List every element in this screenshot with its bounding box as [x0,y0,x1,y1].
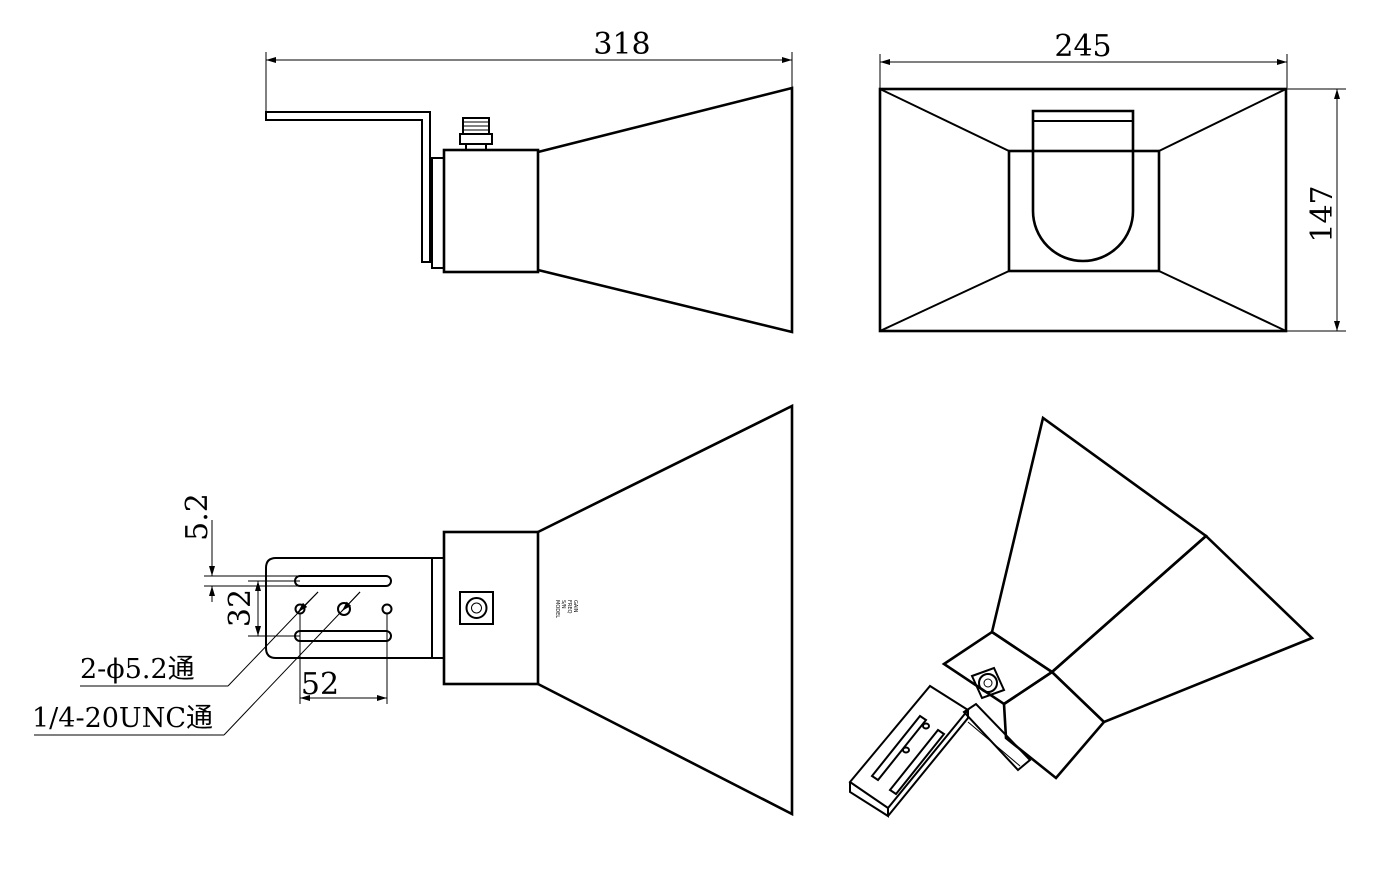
iso-slot-1 [870,714,928,782]
iso-horn-top [990,415,1209,674]
slot-upper [294,575,392,587]
bracket-plate [265,557,433,659]
svg-text:FREQ: FREQ [566,600,572,614]
dimension-245: 245 [879,29,1288,88]
svg-text:GAIN: GAIN [572,600,578,613]
dim-245-label: 245 [1054,29,1111,64]
dimension-5-2: 5.2 [180,493,300,602]
iso-connector [970,666,1006,700]
waveguide-body [442,530,540,686]
dim-52-label: 52 [301,667,339,702]
horn-flare [537,86,794,334]
iso-horn-side [1050,534,1315,724]
dimension-32: 32 [223,580,300,637]
callout-through-holes: 2-ϕ5.2通 [80,591,319,687]
flange [431,557,445,659]
callout-through-holes-label: 2-ϕ5.2通 [80,654,195,685]
dimension-147: 147 [1287,88,1346,332]
dim-318-label: 318 [593,27,650,62]
n-connector [459,117,493,151]
iso-flange [962,702,1032,772]
front-view: 245 147 [878,29,1346,333]
iso-hole-2 [922,722,930,730]
dimension-52: 52 [299,614,388,704]
iso-hole-1 [902,746,910,754]
svg-text:S/N: S/N [560,600,566,609]
side-view: 318 [265,27,794,334]
horn-aperture [878,87,1288,333]
callout-threaded-hole-label: 1/4-20UNC通 [32,703,213,734]
iso-slot-2 [888,728,946,796]
flange [431,157,445,269]
label-plate: MODEL S/N FREQ GAIN [554,600,578,618]
through-hole-left [294,603,306,615]
through-hole-right [381,603,393,615]
dim-32-label: 32 [223,589,258,627]
mounting-bracket [265,111,431,263]
bottom-view: MODEL S/N FREQ GAIN 5.2 32 52 [32,403,794,817]
waveguide-body [442,148,540,274]
dim-5-2-label: 5.2 [180,493,215,541]
dim-147-label: 147 [1305,185,1340,242]
slot-lower [294,630,392,642]
connector-face [459,591,494,625]
rear-bracket [1031,109,1135,263]
callout-threaded-hole: 1/4-20UNC通 [32,591,361,736]
iso-body-side [1002,670,1106,780]
isometric-view [848,415,1315,818]
svg-text:MODEL: MODEL [554,600,560,618]
horn-flare [537,403,794,817]
dimension-318: 318 [265,27,793,118]
horn-throat [1007,149,1161,273]
